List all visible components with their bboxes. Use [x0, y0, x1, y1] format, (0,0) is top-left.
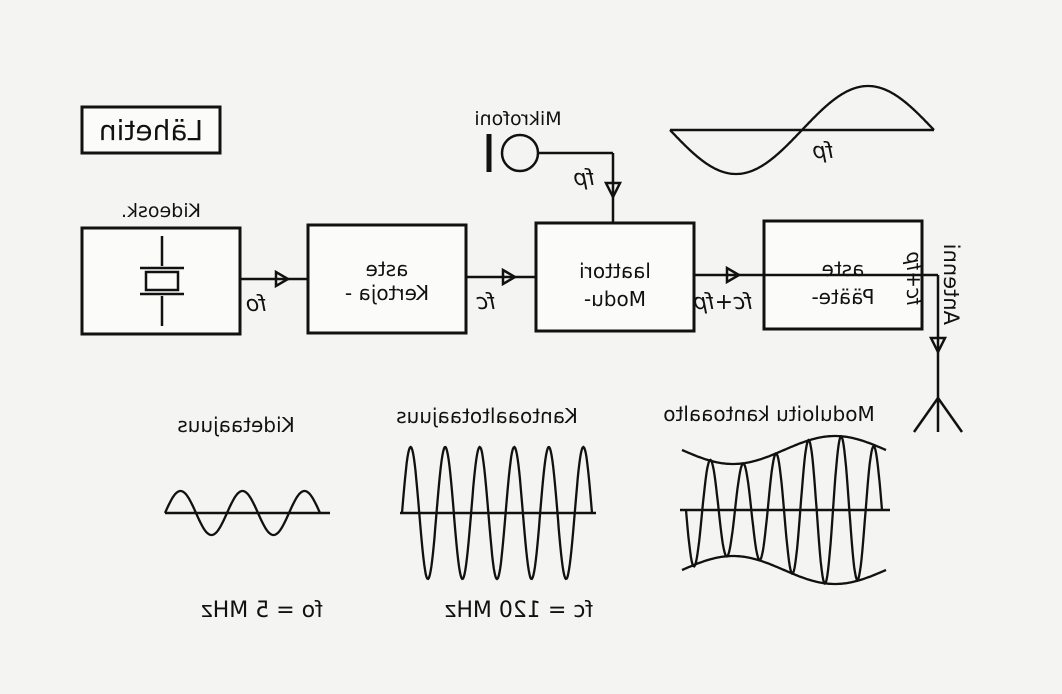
multiplier-stage-block: Kertoja - aste	[306, 223, 468, 335]
modulating-wave: fp	[669, 84, 935, 176]
fp-label: fp	[573, 166, 595, 191]
multiplier-label-line1: Kertoja -	[345, 281, 429, 305]
crystal-frequency-value: fo = 5 MHz	[201, 598, 323, 623]
crystal-oscillator-block: Kideosk.	[80, 200, 242, 336]
modulator-label-line1: Modu-	[584, 287, 646, 311]
power-stage-label-line2: aste	[822, 257, 865, 281]
crystal-frequency-caption: Kidetaajuus	[177, 413, 294, 437]
oscillator-label: Kideosk.	[121, 200, 201, 222]
modulator-block: Modu- laattori	[534, 221, 696, 333]
multiplier-label-line2: aste	[366, 257, 409, 281]
antenna-label: Antenni	[939, 244, 963, 325]
power-stage-label-line1: Pääte-	[811, 285, 874, 309]
svg-text:fc: fc	[476, 290, 496, 315]
carrier-frequency-waveform: Kantoaaltotaajuus fc = 120 MHz	[396, 404, 596, 623]
crystal-frequency-waveform: Kidetaajuus fo = 5 MHz	[163, 413, 330, 623]
diagram-title: Lähetin	[99, 114, 203, 147]
svg-text:fc+fp: fc+fp	[693, 290, 753, 315]
carrier-frequency-value: fc = 120 MHz	[445, 598, 593, 623]
fo-label: fo	[246, 292, 267, 317]
antenna: Antenni fc+fp	[764, 244, 964, 433]
fc-label: fc	[476, 290, 496, 315]
microphone-label: Mikrofoni	[474, 108, 561, 130]
title-box: Lähetin	[80, 105, 222, 155]
fc-plus-fp-out-label: fc+fp	[902, 251, 926, 306]
carrier-frequency-caption: Kantoaaltotaajuus	[396, 404, 578, 428]
microphone: Mikrofoni fp	[474, 108, 623, 223]
modulator-label-line2: laattori	[579, 259, 651, 283]
signal-path	[240, 265, 764, 289]
fp-wave-label: fp	[812, 139, 834, 164]
svg-text:fo: fo	[246, 292, 267, 317]
modulated-carrier-caption: Moduloitu kantoaalto	[663, 402, 874, 426]
fc-plus-fp-label: fc+fp	[693, 290, 753, 315]
modulated-carrier-waveform: Moduloitu kantoaalto	[663, 402, 890, 586]
